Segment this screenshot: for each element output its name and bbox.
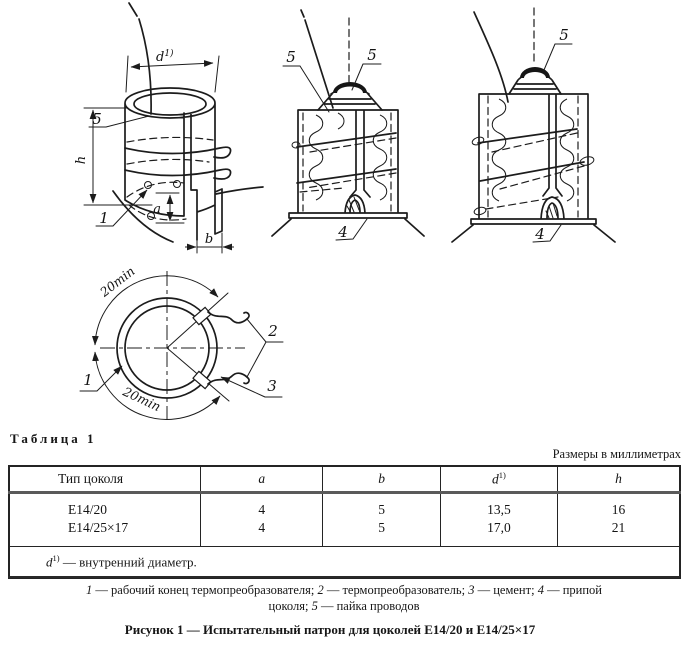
- coil-front-turns: [296, 132, 397, 184]
- callout-4-label: 4: [337, 223, 348, 241]
- col-header-b: b: [322, 466, 441, 494]
- callout-1-label: 1: [99, 209, 109, 227]
- cell-a: 4: [200, 492, 323, 519]
- legend-text: — цемент;: [474, 583, 538, 597]
- callout-5-label: 5: [559, 26, 569, 44]
- solder-hatch: [545, 202, 558, 219]
- legend-text: — припой цоколя;: [268, 583, 602, 614]
- drawing-top-view: 20min 20min 1 2 3: [79, 263, 284, 420]
- table-title: Таблица 1: [10, 431, 97, 446]
- callout-5-label: 5: [92, 110, 102, 128]
- drawing-cap-section-1: 5 5 4: [271, 9, 425, 241]
- legend-num: 4: [537, 583, 544, 597]
- coil-front-turns: [124, 146, 232, 180]
- legend-item: 1 — рабочий конец термопреобразователя;: [86, 583, 317, 597]
- dim-line-d: [130, 60, 214, 70]
- callout-leaders: [532, 43, 573, 243]
- coil-end-loop: [579, 156, 595, 166]
- col-header-a: a: [200, 466, 323, 494]
- units-note: Размеры в миллиметрах: [552, 447, 681, 461]
- figure-legend: 1 — рабочий конец термопреобразователя; …: [70, 582, 618, 615]
- dim-label-a: a: [153, 202, 161, 217]
- callout-1-leader: [112, 189, 148, 227]
- shell-outline: [451, 93, 616, 243]
- dim-label-d: d1): [156, 48, 174, 65]
- callout-3-label: 3: [267, 377, 277, 395]
- hidden-lines: [485, 7, 585, 218]
- callout-5-label: 5: [367, 46, 377, 64]
- callout-1-label: 1: [83, 371, 93, 389]
- coil-end-loop: [291, 141, 301, 149]
- table-bottom-rule: [8, 576, 680, 578]
- legend-num: 2: [317, 583, 324, 597]
- legend-num: 5: [311, 599, 318, 614]
- solder-hatch: [346, 196, 360, 214]
- vent-hole: [173, 180, 181, 188]
- callout-3-leader: [220, 376, 266, 398]
- table-header-row: Тип цоколя a b d1) h: [9, 466, 680, 494]
- lead-wire: [300, 9, 334, 109]
- cell-h: 21: [557, 519, 680, 547]
- cup-outline: [124, 87, 223, 241]
- legend-item: 5 — пайка проводов: [312, 599, 420, 613]
- legend-item: 3 — цемент;: [468, 583, 537, 597]
- angle-arc-upper: [91, 275, 219, 346]
- legend-item: 2 — термопреобразователь;: [317, 583, 468, 597]
- callout-2-leaders: [79, 318, 284, 398]
- vent-hole: [147, 212, 155, 220]
- vent-hole: [144, 181, 152, 189]
- callout-leaders: [282, 63, 382, 241]
- table-footnote-row: d1) — внутренний диаметр.: [9, 546, 680, 579]
- table-row: E14/25×17 4 5 17,0 21: [9, 519, 680, 547]
- coil-end-loop: [471, 136, 485, 146]
- shell-outline: [271, 109, 425, 237]
- cell-d: 17,0: [439, 519, 558, 547]
- table-footnote: d1) — внутренний диаметр.: [9, 546, 680, 579]
- lead-wire: [473, 11, 509, 103]
- legend-item: 4 — припой цоколя;: [269, 583, 602, 613]
- cell-d: 13,5: [439, 492, 558, 519]
- cement-hatching: [308, 112, 388, 201]
- angle-arc-lower: [92, 351, 221, 420]
- solder-cap-core: [337, 86, 363, 93]
- dimensions-table: Тип цоколя a b d1) h E14/20 4 5 13,5 16 …: [8, 465, 681, 580]
- legend-text: — термопреобразователь;: [323, 583, 469, 597]
- solder-cap-core: [524, 72, 546, 78]
- table-row: E14/20 4 5 13,5 16: [9, 492, 680, 519]
- col-header-type: Тип цоколя: [9, 466, 201, 494]
- callout-1-leader: [96, 365, 123, 392]
- legend-text: — пайка проводов: [317, 599, 420, 614]
- legend-num: 3: [468, 583, 475, 597]
- cell-a: 4: [200, 519, 323, 547]
- coil-front-turns: [477, 128, 585, 182]
- figure-caption: Рисунок 1 — Испытательный патрон для цок…: [124, 622, 536, 637]
- legend-text: — рабочий конец термопреобразователя;: [92, 583, 318, 597]
- cell-h: 16: [557, 492, 680, 519]
- callout-2-label: 2: [267, 322, 278, 340]
- centerlines: [100, 271, 245, 420]
- dim-label-h: h: [74, 156, 89, 164]
- dim-label-b: b: [205, 232, 213, 247]
- col-header-d: d1): [439, 466, 558, 494]
- figure-drawings: d1) h a b 5 1 5 5 4: [74, 2, 616, 420]
- cell-type: E14/25×17: [68, 520, 129, 535]
- drawing-cap-perspective: d1) h a b 5 1: [74, 2, 264, 254]
- hidden-lines: [299, 17, 397, 212]
- callout-5-label: 5: [286, 48, 296, 66]
- callout-4-label: 4: [534, 225, 545, 243]
- cell-type: E14/20: [68, 502, 107, 517]
- legend-num: 1: [86, 583, 93, 597]
- coil-end-loop: [473, 206, 487, 216]
- cell-b: 5: [322, 519, 441, 547]
- angle-label-upper: 20min: [96, 263, 137, 300]
- extension-lines: [83, 55, 223, 254]
- cell-b: 5: [322, 492, 441, 519]
- wire-clamp-lower: [192, 370, 212, 390]
- col-header-h: h: [557, 466, 680, 494]
- drawing-cap-section-2: 5 4: [451, 7, 616, 243]
- cement-hatching: [491, 98, 575, 202]
